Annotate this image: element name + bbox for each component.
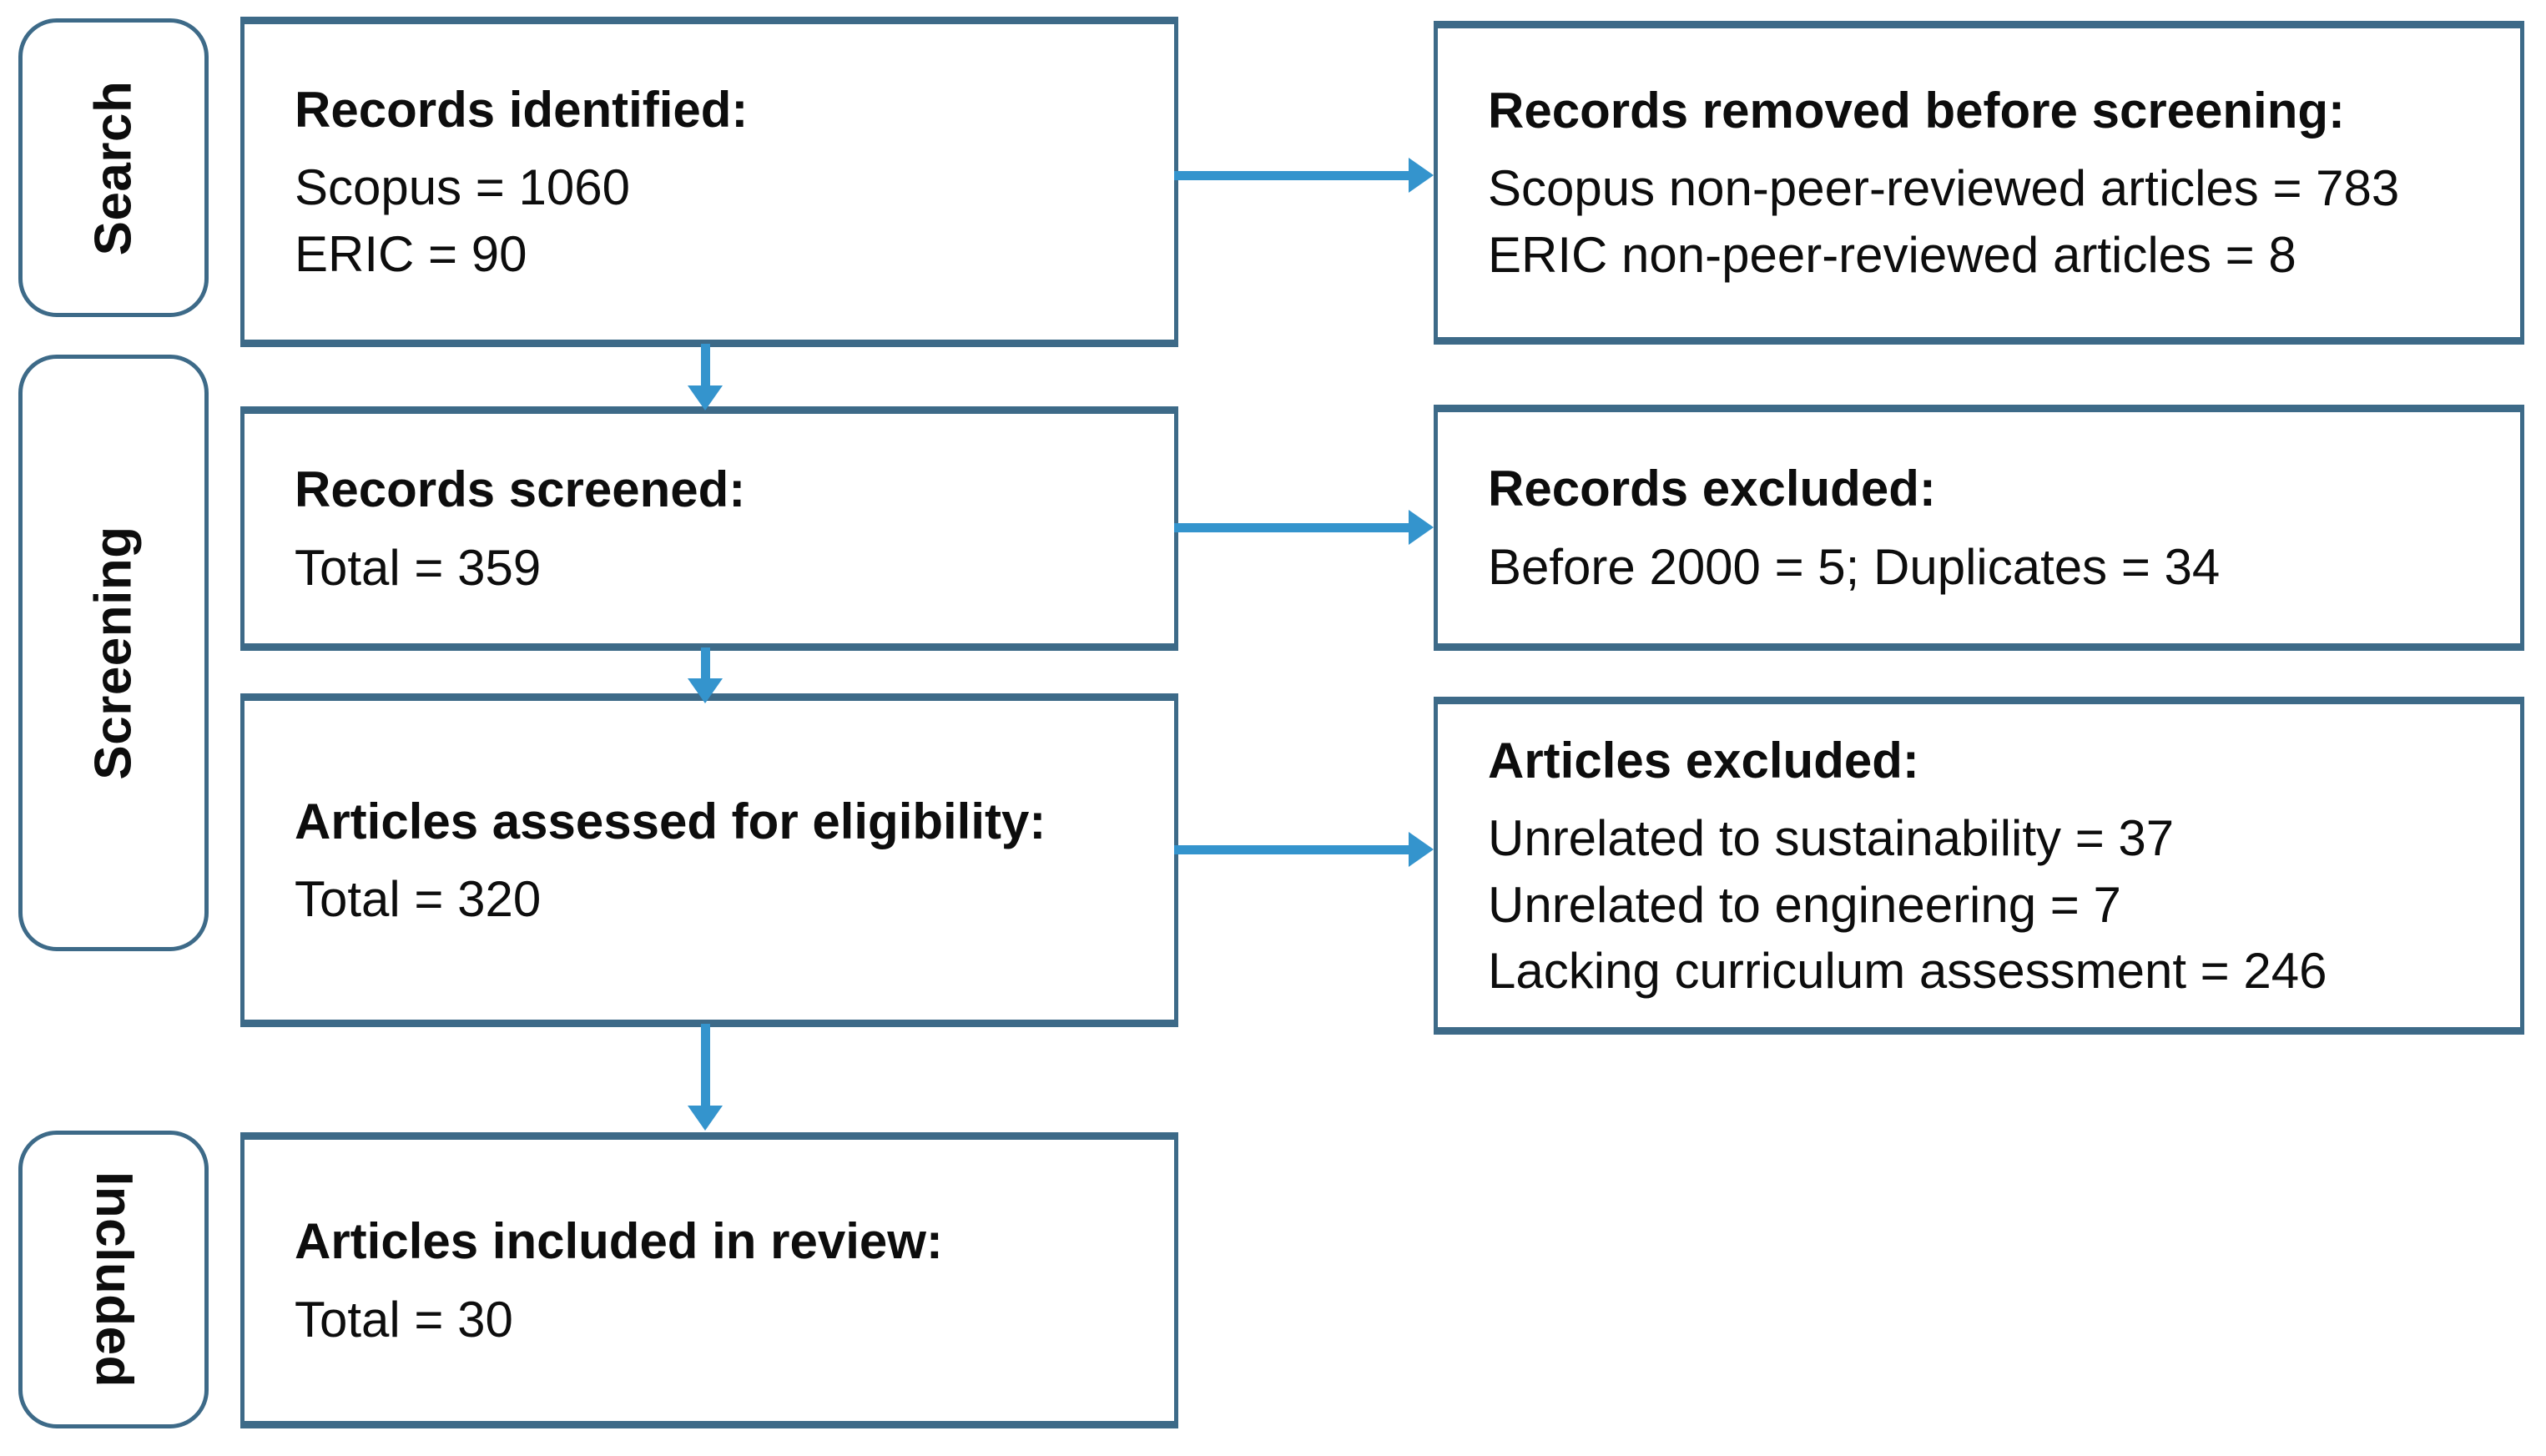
box-records-identified-line-1: Scopus = 1060 <box>295 159 630 216</box>
box-articles-included-heading: Articles included in review: <box>295 1213 943 1270</box>
box-records-screened-line-1: Total = 359 <box>295 539 542 596</box>
stage-label-search: Search <box>18 18 209 317</box>
stage-label-screening-text: Screening <box>84 526 143 780</box>
stage-label-screening: Screening <box>18 355 209 951</box>
arrowhead-screened-to-excluded <box>1409 510 1434 545</box>
box-records-removed-line-2: ERIC non-peer-reviewed articles = 8 <box>1488 226 2296 283</box>
connector-assessed-to-included <box>701 1024 710 1107</box>
stage-label-search-text: Search <box>84 80 143 255</box>
box-records-excluded-line-1: Before 2000 = 5; Duplicates = 34 <box>1488 538 2221 595</box>
box-articles-excluded-line-3: Lacking curriculum assessment = 246 <box>1488 942 2327 999</box>
connector-screened-to-assessed <box>701 647 710 689</box>
box-articles-assessed-heading: Articles assessed for eligibility: <box>295 793 1046 849</box>
stage-label-included-text: Included <box>84 1171 143 1388</box>
arrowhead-assessed-to-excluded <box>1409 832 1434 867</box>
box-records-removed-heading: Records removed before screening: <box>1488 83 2346 139</box>
box-articles-excluded: Articles excluded: Unrelated to sustaina… <box>1434 697 2524 1035</box>
box-records-screened-heading: Records screened: <box>295 461 746 518</box>
box-articles-included: Articles included in review: Total = 30 <box>240 1132 1178 1428</box>
connector-identified-to-removed <box>1174 171 1409 180</box>
box-records-screened: Records screened: Total = 359 <box>240 406 1178 651</box>
box-records-removed-line-1: Scopus non-peer-reviewed articles = 783 <box>1488 160 2400 217</box>
box-articles-included-line-1: Total = 30 <box>295 1291 513 1348</box>
stage-label-included: Included <box>18 1131 209 1428</box>
box-articles-excluded-line-1: Unrelated to sustainability = 37 <box>1488 810 2175 867</box>
arrowhead-screened-to-assessed <box>688 678 723 703</box>
box-records-identified: Records identified: Scopus = 1060 ERIC =… <box>240 17 1178 347</box>
arrowhead-identified-to-screened <box>688 385 723 411</box>
box-records-excluded-heading: Records excluded: <box>1488 461 1936 517</box>
box-articles-excluded-heading: Articles excluded: <box>1488 733 1919 789</box>
box-records-removed: Records removed before screening: Scopus… <box>1434 21 2524 345</box>
box-articles-assessed-line-1: Total = 320 <box>295 871 542 927</box>
connector-assessed-to-excluded <box>1174 845 1409 854</box>
connector-screened-to-excluded <box>1174 523 1409 532</box>
box-records-identified-line-2: ERIC = 90 <box>295 225 527 282</box>
arrowhead-assessed-to-included <box>688 1106 723 1131</box>
box-articles-assessed: Articles assessed for eligibility: Total… <box>240 693 1178 1027</box>
box-records-excluded: Records excluded: Before 2000 = 5; Dupli… <box>1434 405 2524 651</box>
box-records-identified-heading: Records identified: <box>295 82 749 139</box>
connector-identified-to-screened <box>701 344 710 394</box>
box-articles-excluded-line-2: Unrelated to engineering = 7 <box>1488 876 2121 933</box>
arrowhead-identified-to-removed <box>1409 158 1434 193</box>
